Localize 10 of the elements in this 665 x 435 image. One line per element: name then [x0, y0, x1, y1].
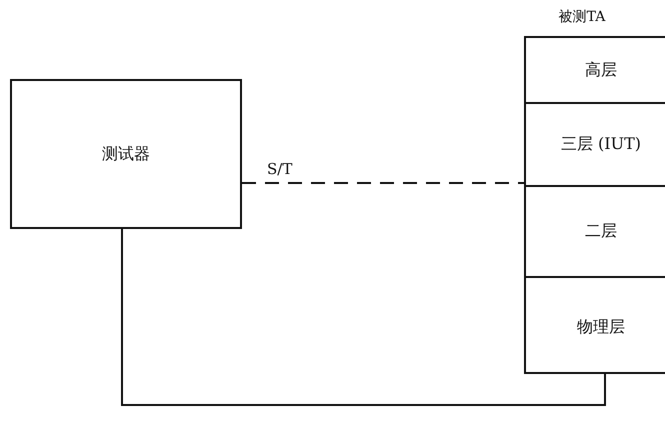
connector-line: [121, 229, 606, 406]
node-label: 物理层: [577, 316, 625, 338]
node-label: 高层: [585, 60, 617, 80]
stack-heading: 被测TA: [558, 8, 606, 26]
node-label: 三层 (IUT): [560, 134, 642, 155]
edge-label: S/T: [265, 160, 294, 178]
node-label: 二层: [585, 221, 617, 242]
dashed-connector: [242, 182, 524, 184]
tester-box: [10, 79, 242, 229]
node-label: 测试器: [102, 144, 150, 164]
